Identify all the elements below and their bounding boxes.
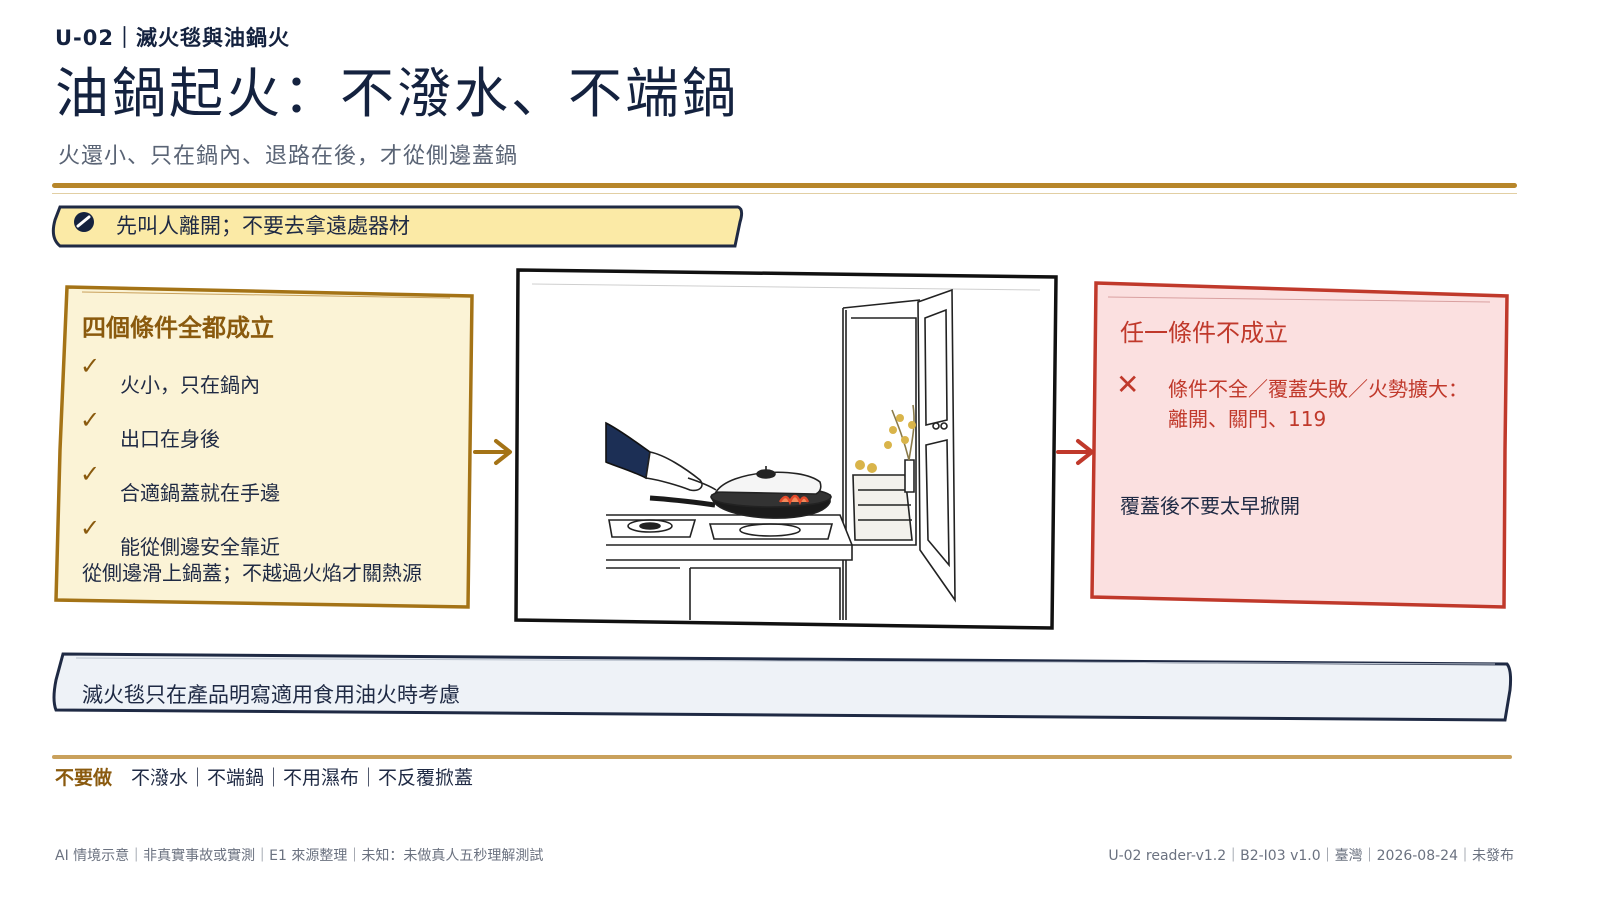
dont-items: 不潑水｜不端鍋｜不用濕布｜不反覆掀蓋 (131, 767, 474, 789)
footer-left: AI 情境示意｜非真實事故或實測｜E1 來源整理｜未知：未做真人五秒理解測試 (55, 848, 544, 864)
bottom-banner-frame (52, 652, 1513, 722)
right-panel-note: 覆蓋後不要太早掀開 (1120, 494, 1300, 518)
left-panel-title: 四個條件全都成立 (82, 314, 274, 342)
checkmark-icon: ✓ (80, 352, 101, 380)
arrow-right-icon-right (1056, 439, 1094, 465)
footer-divider (52, 755, 1512, 759)
condition-item: 能從側邊安全靠近 (120, 535, 280, 559)
warning-banner-frame (51, 205, 744, 248)
page-subtitle: 火還小、只在鍋內、退路在後，才從側邊蓋鍋 (58, 144, 519, 169)
footer-right: U-02 reader-v1.2｜B2-I03 v1.0｜臺灣｜2026-08-… (1108, 848, 1514, 864)
dont-label: 不要做 (55, 767, 113, 789)
warning-text: 先叫人離開；不要去拿遠處器材 (116, 214, 410, 238)
left-panel-frame (54, 285, 474, 609)
checkmark-icon: ✓ (80, 460, 101, 488)
condition-item: 合適鍋蓋就在手邊 (120, 481, 280, 505)
condition-item: 出口在身後 (120, 427, 220, 451)
checkmark-icon: ✓ (80, 514, 101, 542)
condition-item: 火小，只在鍋內 (120, 373, 260, 397)
arrow-right-icon-left (473, 439, 512, 465)
right-panel-title: 任一條件不成立 (1120, 319, 1288, 347)
header-divider-thin (52, 193, 1517, 194)
cross-icon: ✕ (1116, 368, 1140, 401)
header-divider (52, 183, 1517, 188)
unit-tag: U-02｜滅火毯與油鍋火 (55, 26, 290, 50)
right-panel-action-line-1: 條件不全／覆蓋失敗／火勢擴大： (1168, 377, 1468, 401)
bottom-banner-text: 滅火毯只在產品明寫適用食用油火時考慮 (82, 683, 460, 707)
illustration-frame (514, 268, 1058, 630)
left-panel-note: 從側邊滑上鍋蓋；不越過火焰才關熱源 (82, 561, 422, 585)
no-entry-icon (74, 212, 94, 232)
right-panel-frame (1090, 281, 1509, 609)
page-title: 油鍋起火：不潑水、不端鍋 (55, 62, 739, 125)
right-panel-action-line-2: 離開、關門、119 (1168, 407, 1327, 431)
kitchen-illustration (605, 288, 956, 620)
checkmark-icon: ✓ (80, 406, 101, 434)
